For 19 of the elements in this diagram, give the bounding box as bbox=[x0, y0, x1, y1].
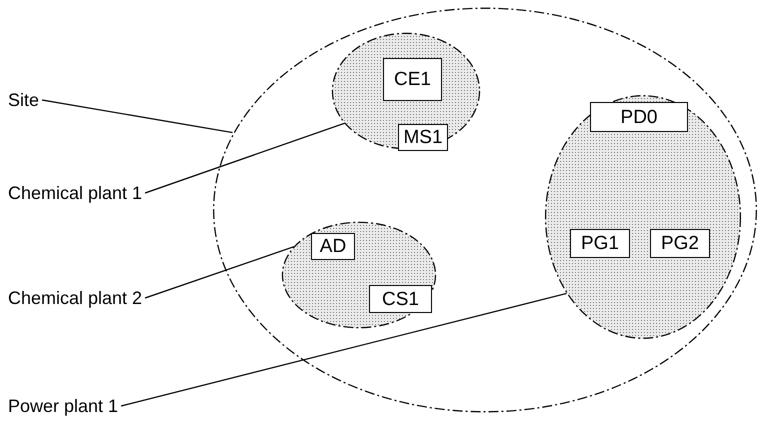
leader-line bbox=[144, 122, 345, 194]
unit-box: PD0 bbox=[590, 102, 688, 132]
unit-box: MS1 bbox=[398, 124, 448, 151]
plant-area bbox=[282, 222, 436, 328]
unit-box: AD bbox=[311, 233, 355, 260]
leader-line bbox=[120, 292, 567, 407]
leader-line bbox=[42, 99, 233, 134]
area-label: Chemical plant 2 bbox=[8, 286, 142, 310]
plant-area bbox=[545, 95, 741, 339]
unit-box: PG1 bbox=[570, 229, 630, 258]
unit-box: CE1 bbox=[383, 58, 442, 101]
unit-box: PG2 bbox=[650, 229, 710, 258]
unit-box: CS1 bbox=[369, 285, 432, 313]
area-label: Chemical plant 1 bbox=[8, 181, 142, 205]
leader-line bbox=[144, 246, 294, 299]
plant-area bbox=[332, 33, 480, 149]
area-label: Site bbox=[8, 88, 40, 112]
site-boundary bbox=[212, 7, 758, 413]
area-label: Power plant 1 bbox=[8, 394, 118, 418]
